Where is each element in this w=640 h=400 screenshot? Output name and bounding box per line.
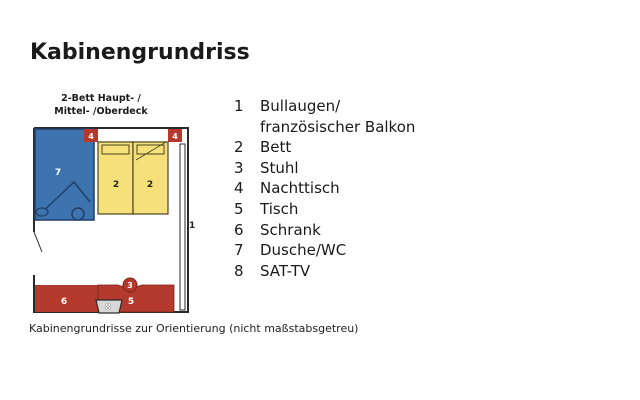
legend-item: 7 Dusche/WC xyxy=(234,240,460,261)
nightstand-right xyxy=(168,129,182,142)
legend-label: Tisch xyxy=(260,199,299,218)
window-balcony xyxy=(179,143,186,311)
door-line xyxy=(33,231,43,253)
page-title: Kabinengrundriss xyxy=(30,40,250,65)
shower-label: 7 xyxy=(55,168,61,178)
disclaimer-note: Kabinengrundrisse zur Orientierung (nich… xyxy=(29,322,359,335)
bed-right xyxy=(132,141,169,215)
legend-label: SAT-TV xyxy=(260,261,311,280)
cabin-wall xyxy=(33,127,189,313)
legend-list: 1 Bullaugen/ französischer Balkon 2 Bett… xyxy=(234,96,460,281)
bed-right-pillow xyxy=(136,144,165,155)
legend-number: 4 xyxy=(234,179,244,198)
legend-number: 1 xyxy=(234,97,244,115)
shower-wc xyxy=(34,128,95,221)
nightstand-left xyxy=(84,129,98,142)
legend-number: 3 xyxy=(234,158,244,177)
plan-caption: 2-Bett Haupt- / Mittel- /Oberdeck xyxy=(40,92,162,118)
legend-number: 6 xyxy=(234,220,244,239)
legend-label-line: französischer Balkon xyxy=(260,117,416,136)
legend-number: 2 xyxy=(234,138,244,157)
toilet-icon xyxy=(71,207,85,221)
legend-number: 8 xyxy=(234,261,244,280)
bedspread-fold xyxy=(135,141,167,161)
bed-left-label: 2 xyxy=(113,180,119,190)
bed-left xyxy=(97,141,134,215)
bed-right-label: 2 xyxy=(147,180,153,190)
table-label: 5 xyxy=(128,297,134,307)
cabinet xyxy=(35,285,98,312)
legend-label: Bullaugen/ französischer Balkon xyxy=(260,96,460,137)
window-label: 1 xyxy=(189,221,195,231)
legend-item: 3 Stuhl xyxy=(234,158,460,179)
chair-label: 3 xyxy=(127,281,133,290)
legend-label: Nachttisch xyxy=(260,179,340,198)
legend-item: 2 Bett xyxy=(234,137,460,158)
tv-icon xyxy=(95,299,123,314)
plan-caption-line: 2-Bett Haupt- / xyxy=(61,93,141,104)
legend-item: 6 Schrank xyxy=(234,220,460,241)
sink-icon xyxy=(35,207,49,217)
shower-divider xyxy=(37,180,91,217)
chair xyxy=(122,277,138,293)
legend-label: Stuhl xyxy=(260,158,299,177)
tv-label: 8 xyxy=(105,303,111,313)
legend-label: Dusche/WC xyxy=(260,241,347,260)
cabinet-label: 6 xyxy=(61,297,67,307)
legend-label: Schrank xyxy=(260,220,321,239)
nightstand-left-label: 4 xyxy=(88,132,94,141)
legend-number: 7 xyxy=(234,241,244,260)
legend-number: 5 xyxy=(234,199,244,218)
legend-label-line: Bullaugen/ xyxy=(260,97,341,115)
legend-item: 4 Nachttisch xyxy=(234,178,460,199)
legend-item: 1 Bullaugen/ französischer Balkon xyxy=(234,96,460,137)
plan-caption-line: Mittel- /Oberdeck xyxy=(54,106,148,117)
legend-item: 5 Tisch xyxy=(234,199,460,220)
nightstand-right-label: 4 xyxy=(172,132,178,141)
cabin-floor-plan: 7 4 4 2 2 1 6 5 3 8 xyxy=(33,127,195,314)
legend-item: 8 SAT-TV xyxy=(234,261,460,282)
bed-left-pillow xyxy=(101,144,130,155)
legend-label: Bett xyxy=(260,138,292,157)
